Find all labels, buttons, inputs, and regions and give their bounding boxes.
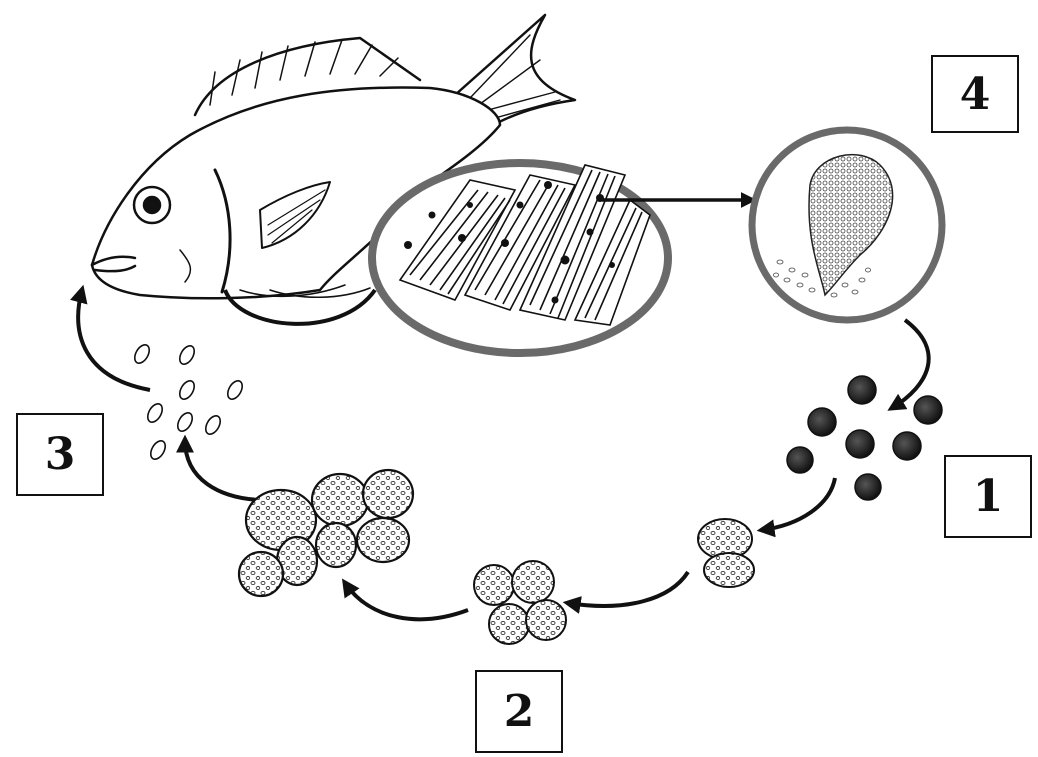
stage-number: 3: [45, 429, 76, 480]
stage-label-4: 4: [931, 55, 1019, 133]
theront-cells: [132, 342, 245, 461]
arrow-3-to-fish: [78, 290, 150, 390]
tomocyte-cells: [474, 561, 566, 644]
cyst-cluster: [239, 470, 413, 596]
stage-number: 4: [960, 69, 991, 120]
dividing-cells: [698, 519, 754, 587]
arrow-division-to-2: [568, 572, 688, 606]
stage-label-1: 1: [944, 455, 1032, 538]
stage-label-3: 3: [16, 413, 104, 496]
gill-zoom: [372, 163, 668, 353]
arrow-2-to-cysts: [345, 583, 468, 619]
tomont-cells: [787, 376, 942, 500]
trophont-zoom: [752, 130, 942, 320]
stage-number: 2: [504, 686, 535, 737]
stage-label-2: 2: [475, 670, 563, 753]
arrow-cysts-to-3: [185, 440, 260, 500]
arrow-1-to-division: [762, 478, 835, 530]
stage-number: 1: [973, 471, 1004, 522]
arrow-4-to-1: [892, 320, 929, 408]
